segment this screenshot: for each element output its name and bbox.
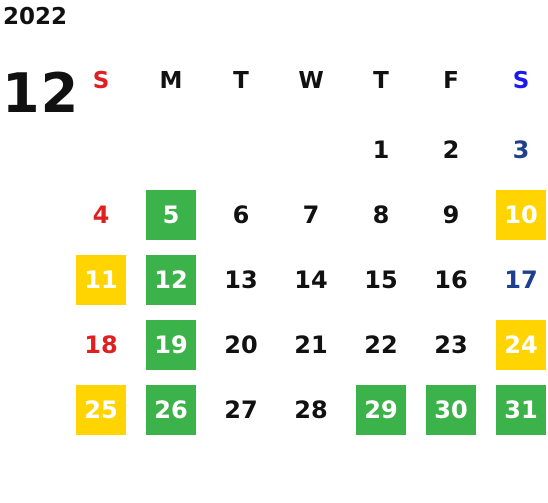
- day-cell-highlight-green[interactable]: 12: [146, 255, 196, 305]
- day-cell-highlight-green[interactable]: 5: [146, 190, 196, 240]
- day-cell[interactable]: 22: [364, 331, 398, 359]
- weekday-header-wed: W: [298, 68, 324, 94]
- day-cell-highlight-yellow[interactable]: 25: [76, 385, 126, 435]
- weekday-header-mon: M: [159, 68, 183, 94]
- day-cell[interactable]: 16: [434, 266, 468, 294]
- day-cell[interactable]: 23: [434, 331, 468, 359]
- day-cell[interactable]: [216, 125, 266, 175]
- day-cell-highlight-green[interactable]: 29: [356, 385, 406, 435]
- weekday-header-thu: T: [373, 68, 389, 94]
- day-cell-highlight-yellow[interactable]: 10: [496, 190, 546, 240]
- day-cell-highlight-green[interactable]: 30: [426, 385, 476, 435]
- day-cell[interactable]: 9: [442, 201, 460, 229]
- day-cell-highlight-green[interactable]: 19: [146, 320, 196, 370]
- day-cell[interactable]: 6: [232, 201, 250, 229]
- day-cell[interactable]: 3: [512, 136, 530, 164]
- day-cell[interactable]: 2: [442, 136, 460, 164]
- weekday-header-tue: T: [233, 68, 249, 94]
- day-cell[interactable]: [146, 125, 196, 175]
- day-cell-highlight-green[interactable]: 31: [496, 385, 546, 435]
- day-cell[interactable]: 17: [504, 266, 538, 294]
- day-cell[interactable]: 1: [372, 136, 390, 164]
- weekday-header-fri: F: [443, 68, 459, 94]
- day-cell-highlight-yellow[interactable]: 11: [76, 255, 126, 305]
- day-cell[interactable]: 8: [372, 201, 390, 229]
- day-cell[interactable]: 7: [302, 201, 320, 229]
- day-cell[interactable]: 14: [294, 266, 328, 294]
- weekday-header-sun: S: [92, 68, 110, 94]
- day-cell[interactable]: 15: [364, 266, 398, 294]
- month-number: 12: [2, 62, 80, 125]
- day-cell[interactable]: 21: [294, 331, 328, 359]
- year-label: 2022: [3, 4, 68, 30]
- day-cell-highlight-yellow[interactable]: 24: [496, 320, 546, 370]
- day-cell[interactable]: 4: [92, 201, 110, 229]
- day-cell[interactable]: [286, 125, 336, 175]
- day-cell[interactable]: 27: [224, 396, 258, 424]
- day-cell[interactable]: [76, 125, 126, 175]
- day-cell-highlight-green[interactable]: 26: [146, 385, 196, 435]
- day-cell[interactable]: 18: [84, 331, 118, 359]
- weekday-header-sat: S: [512, 68, 530, 94]
- day-cell[interactable]: 20: [224, 331, 258, 359]
- day-cell[interactable]: 28: [294, 396, 328, 424]
- day-cell[interactable]: 13: [224, 266, 258, 294]
